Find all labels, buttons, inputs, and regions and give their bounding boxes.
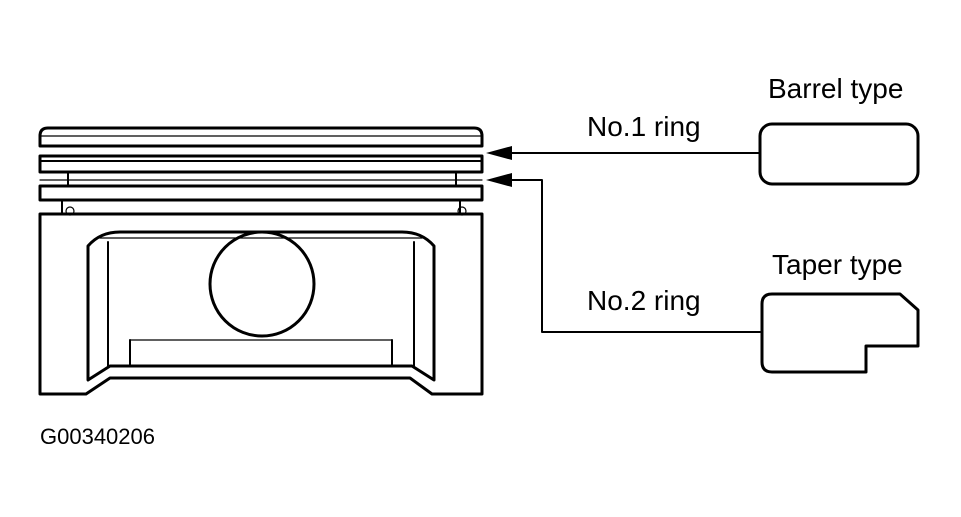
arrow-left-icon (486, 173, 512, 187)
barrel-ring-profile (758, 122, 920, 186)
ring2-leader (486, 173, 761, 333)
taper-ring-profile (760, 292, 920, 374)
taper-type-label: Taper type (772, 249, 903, 280)
barrel-type-label: Barrel type (768, 73, 903, 104)
ring2-label: No.2 ring (587, 285, 701, 316)
arrow-left-icon (486, 146, 512, 160)
ring1-label: No.1 ring (587, 111, 701, 142)
piston (38, 126, 484, 396)
figure-code: G00340206 (40, 424, 155, 449)
ring1-leader (486, 146, 761, 160)
